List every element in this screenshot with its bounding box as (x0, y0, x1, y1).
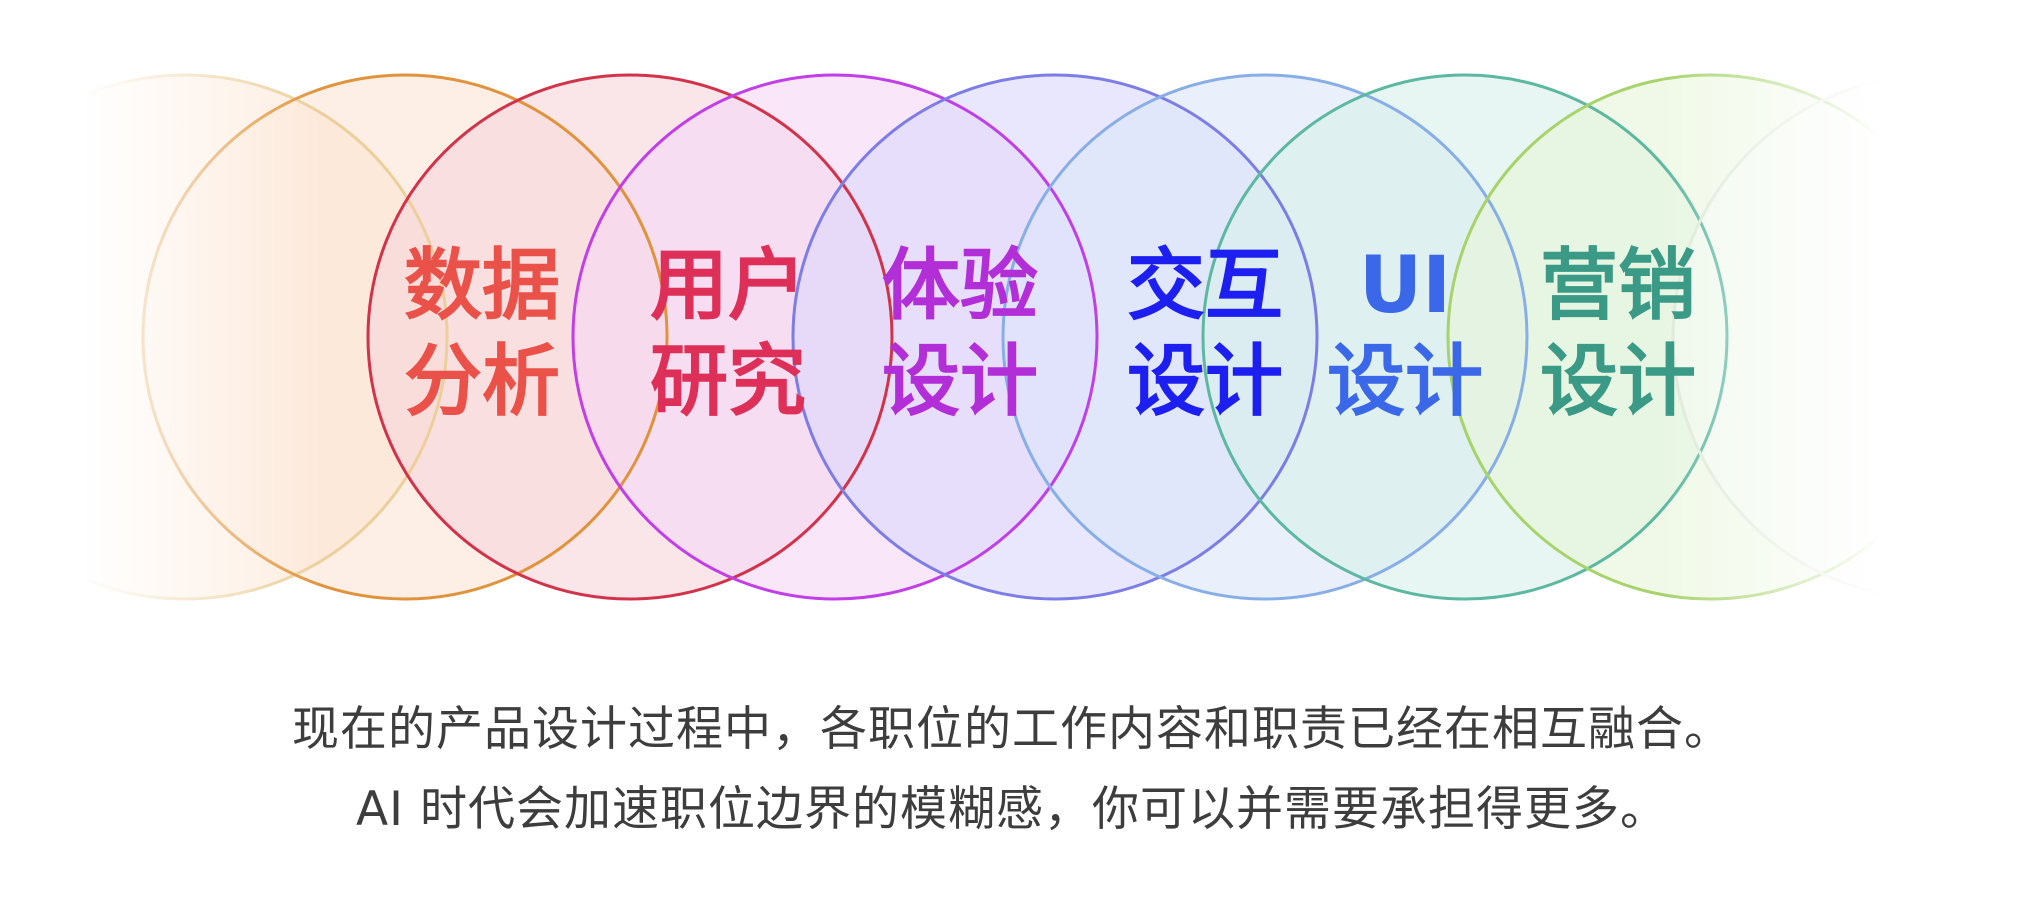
circle-label-ui-design-line-2: 设计 (1327, 337, 1483, 427)
circle-label-marketing-design-line-1: 营销 (1540, 241, 1696, 331)
circle-label-user-research-line-1: 用户 (650, 241, 806, 331)
circle-label-experience-design-line-1: 体验 (882, 241, 1038, 331)
circle-label-interaction-design-line-1: 交互 (1127, 241, 1283, 331)
circle-label-marketing-design-line-2: 设计 (1540, 337, 1696, 427)
caption: 现在的产品设计过程中，各职位的工作内容和职责已经在相互融合。 AI 时代会加速职… (0, 690, 2024, 850)
caption-line-2: AI 时代会加速职位边界的模糊感，你可以并需要承担得更多。 (356, 782, 1668, 837)
caption-line-1: 现在的产品设计过程中，各职位的工作内容和职责已经在相互融合。 (292, 702, 1732, 757)
circle-label-user-research-line-2: 研究 (650, 337, 806, 427)
circle-label-data-analysis-line-2: 分析 (404, 337, 560, 427)
circle-label-data-analysis-line-1: 数据 (404, 241, 560, 331)
circle-label-ui-design-line-1: UI (1359, 241, 1451, 331)
circle-label-interaction-design-line-2: 设计 (1127, 337, 1283, 427)
edge-fade-overlay (0, 0, 2024, 680)
circle-label-experience-design-line-2: 设计 (882, 337, 1038, 427)
